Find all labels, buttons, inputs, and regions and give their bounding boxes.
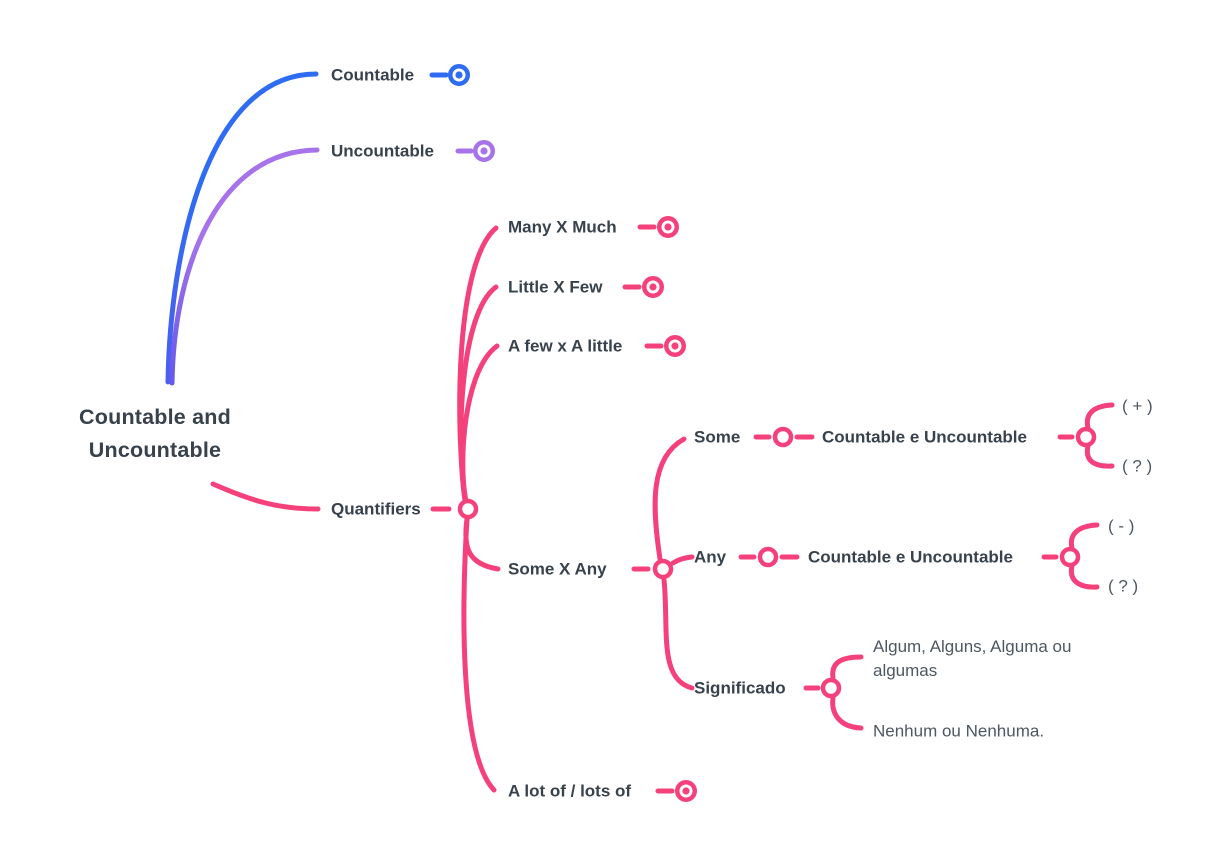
edge-quantifiers-some-x-any — [463, 516, 501, 572]
node-a-lot-of-label[interactable]: A lot of / lots of — [508, 781, 632, 801]
edge-significado-algum — [830, 654, 864, 681]
node-significado-label[interactable]: Significado — [694, 678, 786, 698]
edge-some-x-any-any — [670, 554, 695, 566]
node-uncountable-label[interactable]: Uncountable — [331, 141, 434, 161]
edge-ceu-bottom-minus — [1068, 522, 1100, 551]
edge-ceu-top-question — [1084, 443, 1115, 469]
node-some-x-any-label[interactable]: Some X Any — [508, 559, 607, 579]
node-little-x-few-label[interactable]: Little X Few — [508, 277, 603, 297]
node-countable-label[interactable]: Countable — [331, 65, 415, 85]
edge-root-countable — [165, 71, 319, 385]
bullseye-node-icon[interactable] — [642, 276, 664, 298]
node-some-label[interactable]: Some — [694, 427, 741, 447]
node-any-label[interactable]: Any — [694, 547, 727, 567]
open-circle-node-icon[interactable] — [457, 498, 479, 520]
edge-some-x-any-some — [652, 436, 687, 562]
node-algum-label[interactable]: Algum, Alguns, Alguma ou algumas — [873, 637, 1072, 680]
node-nenhum-label[interactable]: Nenhum ou Nenhuma. — [873, 721, 1045, 741]
node-countable-e-uncountable-bottom-label[interactable]: Countable e Uncountable — [808, 547, 1013, 567]
node-plus-label[interactable]: ( + ) — [1122, 396, 1153, 416]
node-many-x-much-label[interactable]: Many X Much — [508, 217, 617, 237]
edge-quantifiers-a-lot-of — [461, 516, 497, 793]
edge-root-quantifiers — [210, 481, 321, 512]
open-circle-node-icon[interactable] — [772, 426, 794, 448]
open-circle-node-icon[interactable] — [1059, 546, 1081, 568]
node-question-top-label[interactable]: ( ? ) — [1122, 456, 1153, 476]
edge-some-x-any-significado — [661, 577, 695, 691]
node-countable-e-uncountable-top-label[interactable]: Countable e Uncountable — [822, 427, 1027, 447]
open-circle-node-icon[interactable] — [652, 558, 674, 580]
root-node-label[interactable]: Countable and Uncountable — [79, 405, 231, 462]
node-a-few-x-a-little-label[interactable]: A few x A little — [508, 336, 623, 356]
node-quantifiers-label[interactable]: Quantifiers — [331, 499, 421, 519]
bullseye-node-icon[interactable] — [448, 64, 470, 86]
edge-significado-nenhum — [830, 695, 864, 731]
node-minus-label[interactable]: ( - ) — [1108, 516, 1135, 536]
bullseye-node-icon[interactable] — [675, 780, 697, 802]
edge-ceu-top-plus — [1084, 402, 1115, 431]
edge-ceu-bottom-question — [1068, 563, 1100, 590]
edge-root-uncountable — [169, 147, 320, 386]
open-circle-node-icon[interactable] — [820, 677, 842, 699]
open-circle-node-icon[interactable] — [757, 546, 779, 568]
bullseye-node-icon[interactable] — [473, 140, 495, 162]
node-question-bottom-label[interactable]: ( ? ) — [1108, 576, 1139, 596]
edge-quantifiers-a-few-x-a-little — [460, 343, 500, 504]
bullseye-node-icon[interactable] — [664, 335, 686, 357]
open-circle-node-icon[interactable] — [1075, 426, 1097, 448]
bullseye-node-icon[interactable] — [657, 216, 679, 238]
